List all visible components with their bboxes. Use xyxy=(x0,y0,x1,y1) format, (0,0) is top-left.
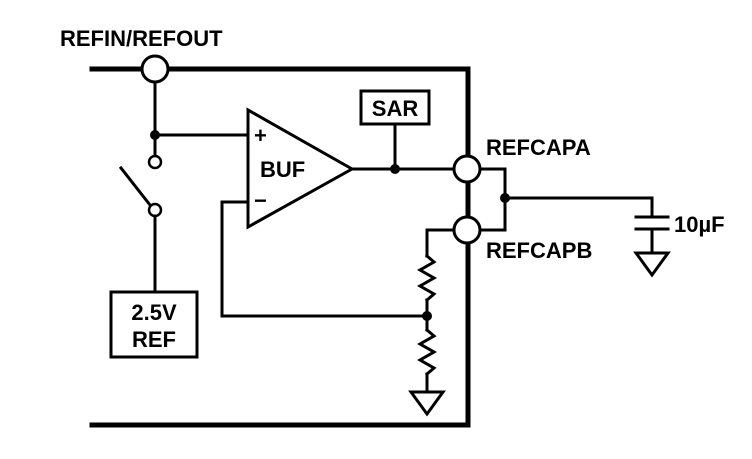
pin-refcapb xyxy=(452,215,482,245)
pin-refin-refout xyxy=(140,54,170,84)
internal-ground-icon xyxy=(408,390,446,417)
ref-block-voltage: 2.5V xyxy=(131,300,177,325)
external-ground-icon xyxy=(633,251,671,278)
capacitor-value-label: 10µF xyxy=(674,212,725,237)
opamp-plus-sign: + xyxy=(254,123,267,148)
opamp-minus-sign: − xyxy=(254,188,267,213)
ref-block-label: REF xyxy=(132,327,176,352)
buffer-opamp xyxy=(246,107,356,230)
buf-label: BUF xyxy=(260,157,305,182)
pin-label-refcapb: REFCAPB xyxy=(486,238,592,263)
lower-resistor xyxy=(416,327,438,377)
ref-block xyxy=(109,290,199,359)
pin-label-refin-refout: REFIN/REFOUT xyxy=(60,26,223,51)
pin-refcapa xyxy=(452,154,482,184)
switch-contact-top xyxy=(147,154,163,170)
pin-label-refcapa: REFCAPA xyxy=(486,135,591,160)
upper-resistor xyxy=(416,253,438,303)
switch-blade xyxy=(118,165,153,208)
chip-boundary xyxy=(89,66,471,428)
sar-label: SAR xyxy=(372,96,419,121)
sar-block xyxy=(359,89,431,126)
